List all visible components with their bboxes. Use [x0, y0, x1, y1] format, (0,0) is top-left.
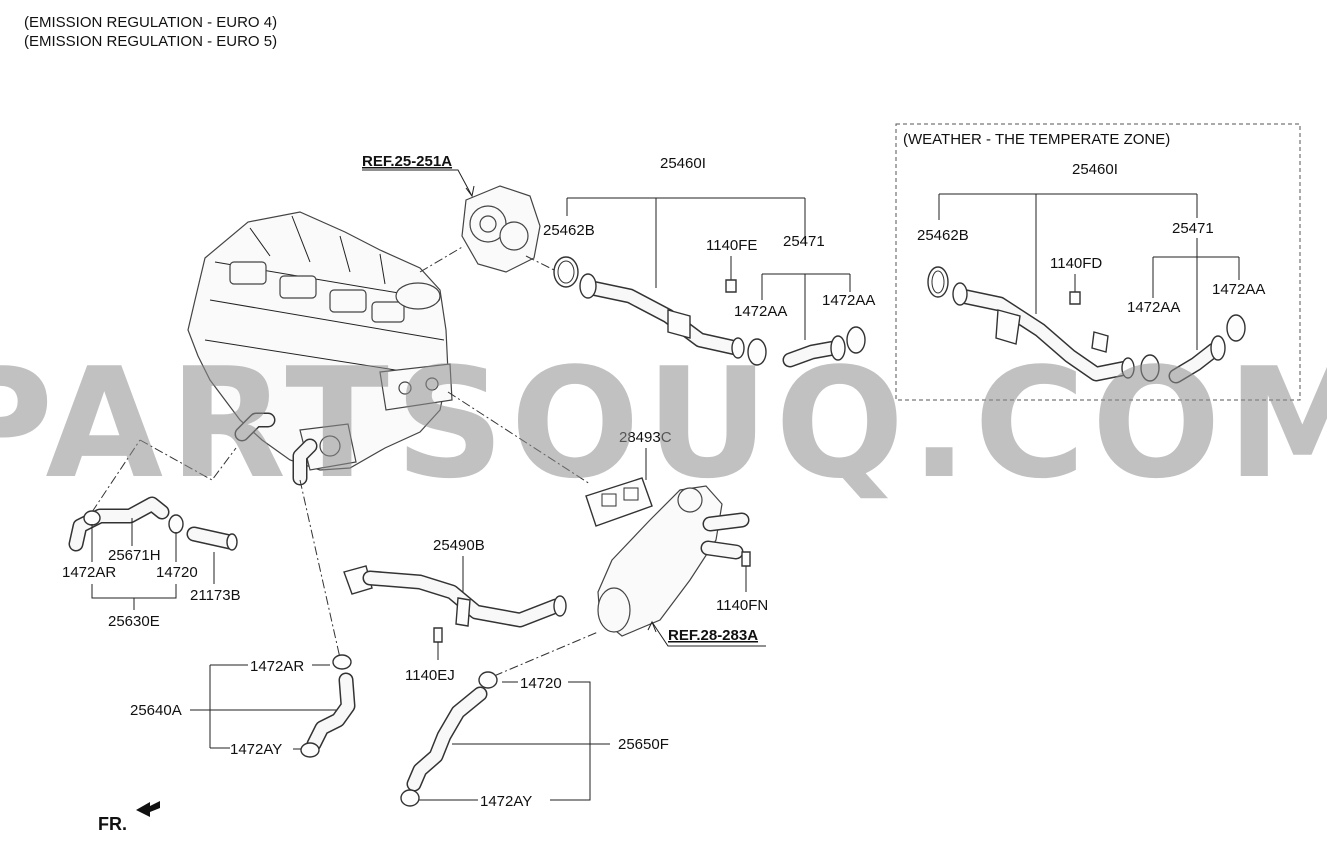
label-28493C: 28493C	[619, 429, 672, 446]
label-25490B: 25490B	[433, 537, 485, 554]
header-line-2: (EMISSION REGULATION - EURO 5)	[24, 33, 277, 50]
weather-box-title: (WEATHER - THE TEMPERATE ZONE)	[903, 131, 1170, 148]
box-label-1472AA-a: 1472AA	[1127, 299, 1180, 316]
label-1472AR-low: 1472AR	[250, 658, 304, 675]
thermostat-housing-illustration	[597, 485, 750, 637]
front-arrow-icon	[136, 801, 160, 817]
label-25640A: 25640A	[130, 702, 182, 719]
watermark: PARTSOUQ.COM	[0, 335, 1327, 512]
label-25650F: 25650F	[618, 736, 669, 753]
pipe-25490B-illustration	[343, 565, 567, 628]
label-14720-low: 14720	[520, 675, 562, 692]
box-pipe-illustration	[927, 266, 1246, 384]
header-line-1: (EMISSION REGULATION - EURO 4)	[24, 14, 277, 31]
label-25460I: 25460I	[660, 155, 706, 172]
hose-25671H-illustration	[68, 496, 238, 552]
turbocharger-illustration	[461, 185, 541, 273]
label-25630E: 25630E	[108, 613, 160, 630]
hose-25650F-illustration	[400, 671, 498, 807]
label-25471: 25471	[783, 233, 825, 250]
ref-turbo-label[interactable]: REF.25-251A	[362, 153, 452, 170]
gasket-28493C-illustration	[585, 477, 653, 527]
box-label-25460I: 25460I	[1072, 161, 1118, 178]
engine-block-illustration	[187, 211, 453, 486]
label-21173B: 21173B	[190, 587, 241, 604]
label-25462B: 25462B	[543, 222, 595, 239]
box-label-1472AA-b: 1472AA	[1212, 281, 1265, 298]
label-1472AY-left: 1472AY	[230, 741, 282, 758]
ref-thermostat-label[interactable]: REF.28-283A	[668, 627, 758, 644]
front-marker-label: FR.	[98, 814, 127, 834]
label-1140FN: 1140FN	[716, 597, 768, 614]
hose-25640A-illustration	[300, 654, 356, 758]
label-14720-left: 14720	[156, 564, 198, 581]
label-1472AR-left: 1472AR	[62, 564, 116, 581]
pipe-25460I-illustration	[553, 256, 866, 368]
label-1140EJ: 1140EJ	[405, 667, 455, 684]
box-label-25471: 25471	[1172, 220, 1214, 237]
label-1472AY-low: 1472AY	[480, 793, 532, 810]
weather-zone-box	[895, 123, 1301, 401]
label-1472AA-a: 1472AA	[734, 303, 787, 320]
box-label-1140FD: 1140FD	[1050, 255, 1102, 272]
box-label-25462B: 25462B	[917, 227, 969, 244]
label-1140FE: 1140FE	[706, 237, 757, 254]
label-25671H: 25671H	[108, 547, 161, 564]
label-1472AA-b: 1472AA	[822, 292, 875, 309]
